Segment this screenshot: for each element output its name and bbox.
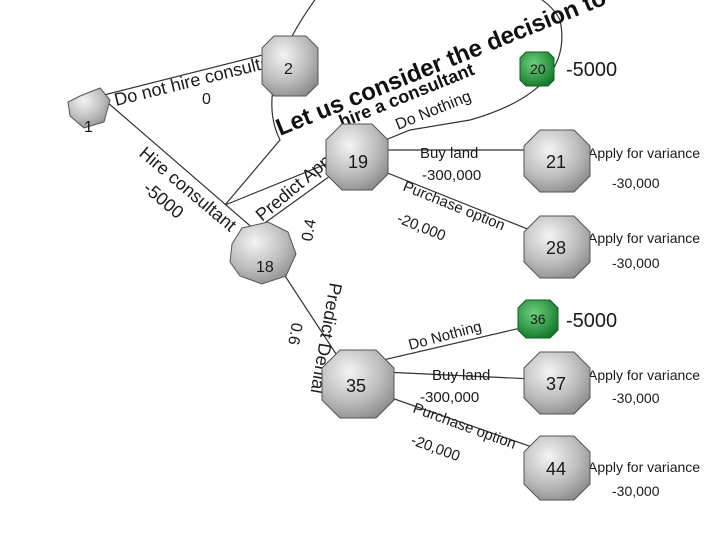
branch-19-buy-land-cost: -300,000 [422, 167, 481, 184]
node-44: 44 [523, 435, 591, 501]
node-36: 36 [517, 299, 559, 339]
branch-35-buy-land-cost: -300,000 [420, 389, 479, 406]
branch-do-not-hire-cost: 0 [202, 91, 211, 108]
branch-do-not-hire: Do not hire consultant [112, 48, 287, 110]
branch-35-purchase-cost: -20,000 [409, 432, 463, 465]
node-18-label: 18 [256, 259, 274, 276]
node-19: 19 [325, 123, 389, 191]
node-36-label: 36 [530, 311, 546, 327]
branch-19-buy-land: Buy land [420, 145, 478, 162]
outcome-37-value: -30,000 [612, 390, 660, 406]
node-20-label: 20 [530, 61, 546, 77]
node-37: 37 [523, 351, 591, 415]
node-18: 18 [229, 221, 297, 285]
branch-denial-probability: 0.6 [284, 321, 305, 346]
branch-19-purchase-cost: -20,000 [395, 210, 449, 245]
outcome-36-value: -5000 [566, 310, 617, 332]
node-44-label: 44 [546, 459, 566, 479]
outcome-37-label: Apply for variance [588, 367, 700, 383]
branch-approval-probability: 0.4 [299, 218, 320, 243]
node-35-label: 35 [346, 376, 366, 396]
node-20: 20 [519, 51, 555, 87]
node-2-label: 2 [284, 61, 293, 78]
node-2: 2 [261, 35, 319, 97]
outcome-44-label: Apply for variance [588, 459, 700, 475]
node-21-label: 21 [546, 152, 566, 172]
outcome-44-value: -30,000 [612, 483, 660, 499]
node-28: 28 [523, 215, 591, 279]
node-28-label: 28 [546, 238, 566, 258]
node-21: 21 [523, 129, 591, 193]
outcome-21-value: -30,000 [612, 175, 660, 191]
node-35: 35 [321, 349, 395, 419]
outcome-20-value: -5000 [566, 59, 617, 81]
outcome-28-value: -30,000 [612, 255, 660, 271]
node-1-label: 1 [84, 119, 93, 136]
branch-35-buy-land: Buy land [432, 367, 490, 384]
outcome-21-label: Apply for variance [588, 145, 700, 161]
node-37-label: 37 [546, 374, 566, 394]
node-1: 1 [67, 87, 111, 136]
branch-35-do-nothing: Do Nothing [407, 318, 484, 354]
node-19-label: 19 [348, 152, 368, 172]
outcome-28-label: Apply for variance [588, 230, 700, 246]
